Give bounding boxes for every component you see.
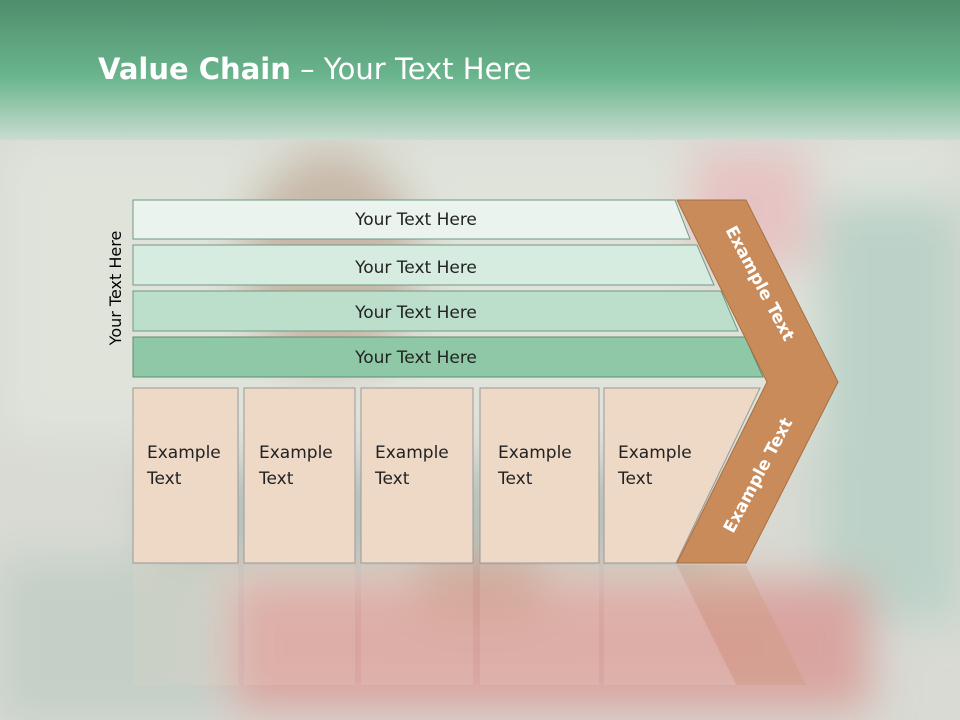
column-3: Example Text (360, 387, 474, 564)
reflection-box (133, 565, 238, 685)
band-shape (132, 336, 764, 378)
band-2: Your Text Here (132, 244, 715, 286)
chevron-shape (676, 199, 839, 564)
column-box (243, 387, 356, 564)
column-line-2: Text (617, 469, 653, 489)
column-box (479, 387, 600, 564)
column-line-1: Example (259, 443, 333, 463)
title-rest: – Your Text Here (290, 52, 532, 86)
band-1: Your Text Here (132, 199, 691, 240)
column-1: Example Text (132, 387, 239, 564)
band-shape (132, 199, 691, 240)
band-label: Your Text Here (354, 348, 477, 368)
reflection (133, 565, 806, 685)
reflection-box (361, 565, 473, 685)
column-4: Example Text (479, 387, 600, 564)
band-4: Your Text Here (132, 336, 764, 378)
column-box (132, 387, 239, 564)
band-label: Your Text Here (354, 258, 477, 278)
reflection-box (480, 565, 599, 685)
band-label: Your Text Here (354, 210, 477, 230)
column-line-2: Text (258, 469, 294, 489)
column-line-2: Text (497, 469, 533, 489)
title-bold: Value Chain (98, 52, 291, 86)
column-2: Example Text (243, 387, 356, 564)
band-shape (132, 290, 739, 332)
reflection-box (244, 565, 355, 685)
band-3: Your Text Here (132, 290, 739, 332)
reflection-box (604, 565, 736, 685)
page-title: Value Chain – Your Text Here (98, 52, 532, 86)
reflection-chevron (677, 565, 806, 685)
column-line-2: Text (374, 469, 410, 489)
column-line-1: Example (375, 443, 449, 463)
column-line-1: Example (147, 443, 221, 463)
column-line-2: Text (146, 469, 182, 489)
column-line-1: Example (498, 443, 572, 463)
band-label: Your Text Here (354, 303, 477, 323)
column-5: Example Text (603, 387, 761, 564)
column-box (360, 387, 474, 564)
column-box (603, 387, 761, 564)
band-shape (132, 244, 715, 286)
column-line-1: Example (618, 443, 692, 463)
